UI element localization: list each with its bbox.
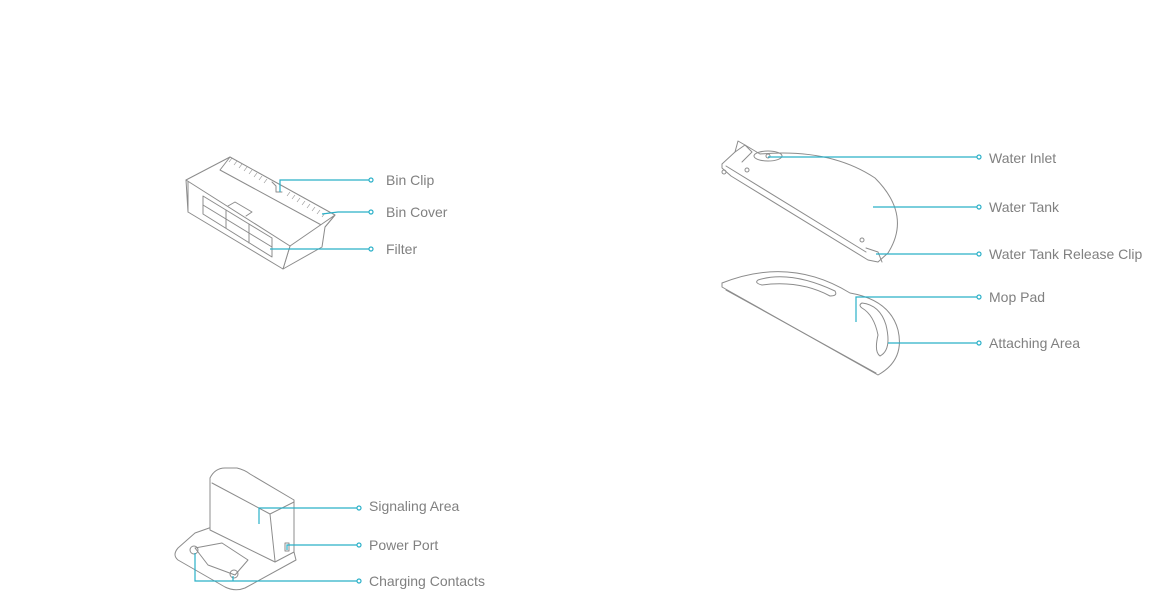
bin-clip-label: Bin Clip [386,172,435,188]
mop-pad-label: Mop Pad [989,289,1046,305]
bin-clip-hatch [228,157,326,218]
attaching-area-label: Attaching Area [989,335,1081,351]
dustbin-illustration [185,156,336,270]
water-inlet-label: Water Inlet [989,150,1057,166]
signaling-area-label: Signaling Area [369,498,460,514]
filter-label: Filter [386,241,418,257]
dock-leaders [194,505,362,584]
water-tank-illustration [721,140,898,263]
charging-dock-illustration [174,467,297,591]
mop-leaders [768,154,982,346]
water-tank-release-clip-label: Water Tank Release Clip [989,246,1143,262]
mop-pad-illustration [721,271,900,376]
charging-contacts-label: Charging Contacts [369,573,485,589]
power-port-label: Power Port [369,537,439,553]
bin-cover-label: Bin Cover [386,204,448,220]
dustbin-leaders [270,177,374,252]
water-tank-label: Water Tank [989,199,1060,215]
